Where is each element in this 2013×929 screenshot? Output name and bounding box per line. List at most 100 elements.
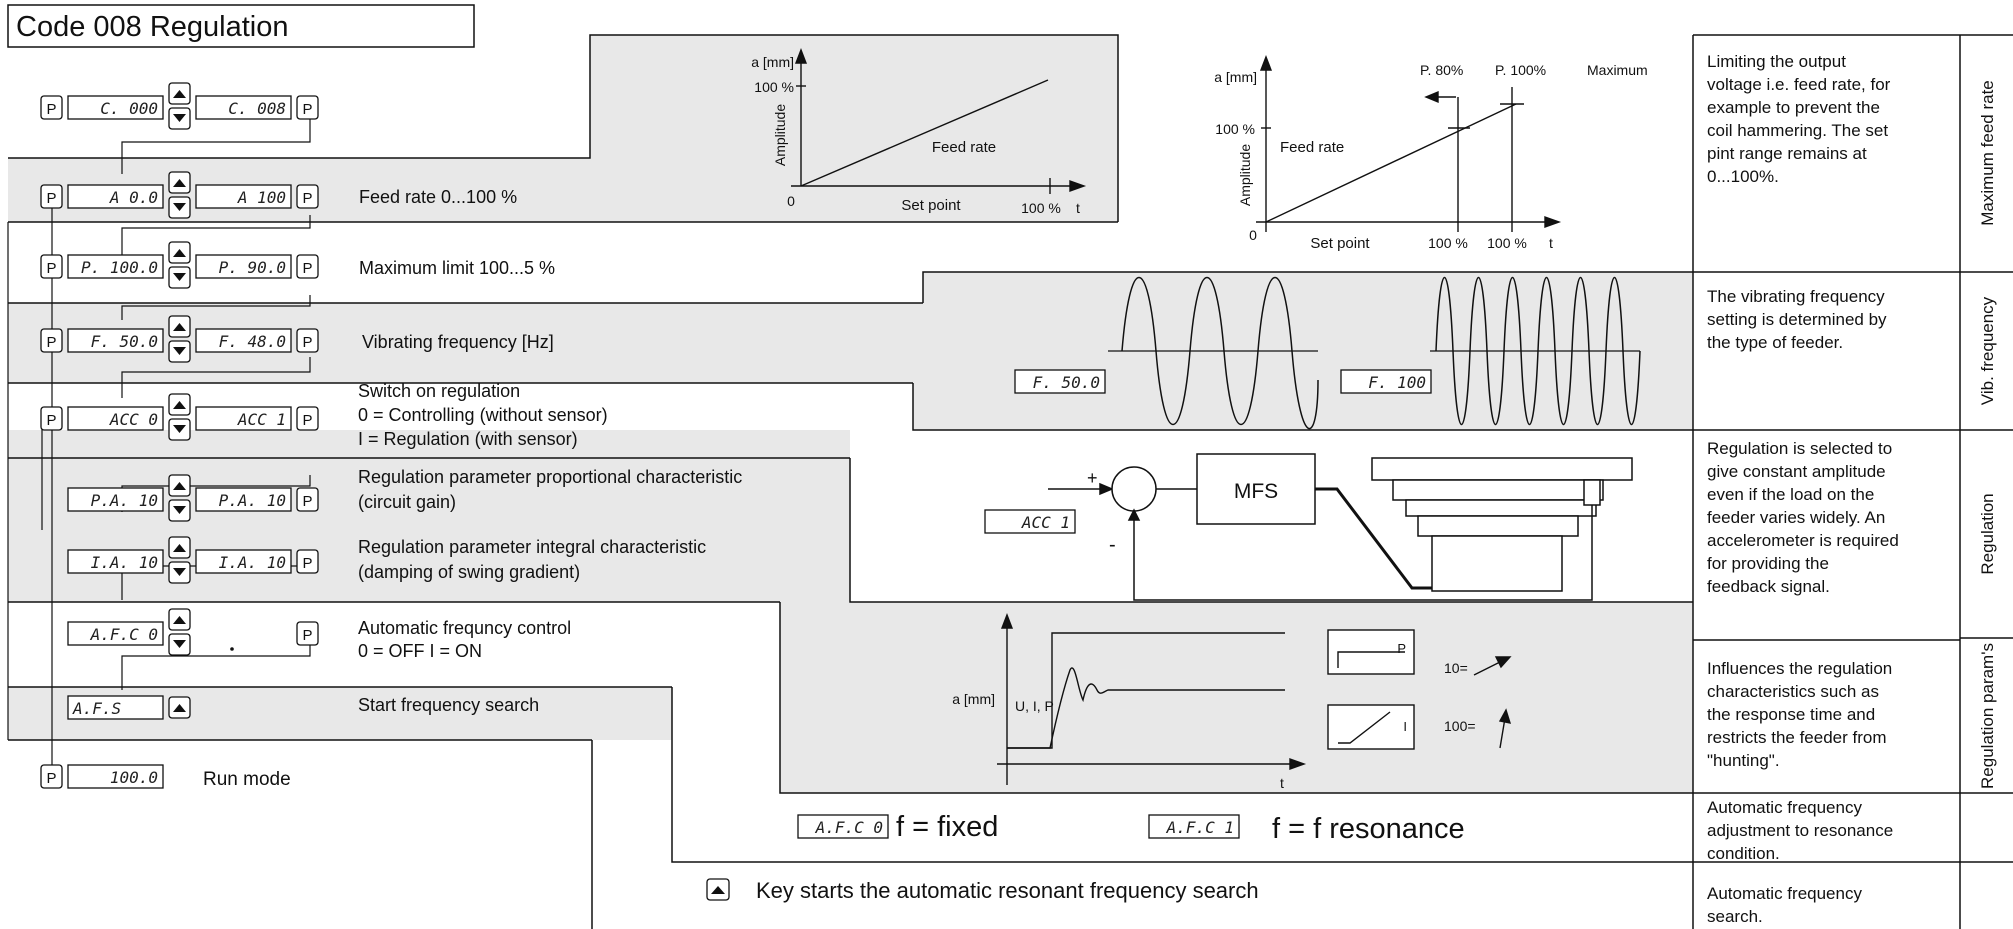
description-line: The vibrating frequency bbox=[1707, 287, 1885, 306]
p-key[interactable] bbox=[296, 549, 319, 574]
side-label-vib: Vib. frequency bbox=[1978, 296, 1997, 405]
display-left-value: A.F.S bbox=[72, 699, 121, 718]
display-afc-resonance bbox=[1148, 814, 1240, 839]
display-left-value: I.A. 10 bbox=[91, 553, 158, 572]
i-box-label: I bbox=[1403, 719, 1407, 734]
origin-label: 0 bbox=[1249, 227, 1257, 243]
description-line: even if the load on the bbox=[1707, 485, 1874, 504]
display-afc-fixed bbox=[797, 814, 889, 839]
description-line: coil hammering. The set bbox=[1707, 121, 1888, 140]
description-column: Limiting the output voltage i.e. feed ra… bbox=[1707, 52, 1899, 926]
afc-fixed-text: f = fixed bbox=[896, 811, 998, 843]
key-line-text: Key starts the automatic resonant freque… bbox=[756, 878, 1259, 903]
display-acc bbox=[984, 509, 1076, 534]
key-rows: P C. 000 C. 008 P P A 0.0 A 100 P bbox=[40, 82, 742, 790]
description-line: "hunting". bbox=[1707, 751, 1780, 770]
p-key-label: P bbox=[46, 412, 56, 429]
description-line: feeder varies widely. An bbox=[1707, 508, 1885, 527]
feeder-top bbox=[1371, 457, 1633, 481]
line-label: Feed rate bbox=[1280, 139, 1344, 156]
display-left bbox=[67, 406, 164, 431]
key-connectors bbox=[41, 115, 311, 765]
p-key-label: P bbox=[46, 260, 56, 277]
key-row-afc: A.F.C 0 P Automatic frequncy control 0 =… bbox=[67, 608, 571, 661]
side-labels: Maximum feed rate Vib. frequency Regulat… bbox=[1978, 80, 1997, 789]
description-afs: Automatic frequency search. bbox=[1707, 884, 1862, 926]
description-line: 0...100%. bbox=[1707, 167, 1779, 186]
y-label: a [mm] bbox=[1214, 69, 1257, 85]
row-label: 0 = Controlling (without sensor) bbox=[358, 405, 608, 425]
description-afc: Automatic frequency adjustment to resona… bbox=[1707, 798, 1893, 863]
row-label: Switch on regulation bbox=[358, 381, 520, 401]
key-row-vibrating-frequency: P F. 50.0 F. 48.0 P Vibrating frequency … bbox=[40, 315, 554, 363]
p-key[interactable] bbox=[40, 328, 63, 353]
up-arrow-icon bbox=[173, 482, 186, 490]
minus-sign: - bbox=[1109, 534, 1116, 556]
display-50hz-value: F. 50.0 bbox=[1033, 373, 1100, 392]
description-max-feed: Limiting the output voltage i.e. feed ra… bbox=[1707, 52, 1891, 186]
down-arrow-icon bbox=[173, 568, 186, 576]
description-line: feedback signal. bbox=[1707, 577, 1830, 596]
p-key[interactable] bbox=[296, 621, 319, 646]
i-value-label: 100= bbox=[1444, 718, 1476, 734]
p-key[interactable] bbox=[296, 95, 319, 120]
display-right bbox=[195, 487, 292, 512]
p-key-label: P bbox=[302, 334, 312, 351]
key-row-maximum-limit: P P. 100.0 P. 90.0 P Maximum limit 100..… bbox=[40, 241, 555, 289]
p-key[interactable] bbox=[296, 328, 319, 353]
p-key[interactable] bbox=[40, 254, 63, 279]
display-left-value: 100.0 bbox=[110, 768, 158, 787]
feed-rate-graph: a [mm] 100 % Amplitude 0 Feed rate Set p… bbox=[751, 48, 1087, 216]
p-key-label: P bbox=[302, 555, 312, 572]
p-key[interactable] bbox=[40, 95, 63, 120]
p-key[interactable] bbox=[296, 184, 319, 209]
key-row-proportional: P.A. 10 P.A. 10 P Regulation parameter p… bbox=[67, 467, 742, 522]
display-left-value: P. 100.0 bbox=[81, 258, 158, 277]
p-key-label: P bbox=[302, 190, 312, 207]
p-value-label: 10= bbox=[1444, 660, 1468, 676]
display-right-value: I.A. 10 bbox=[219, 553, 286, 572]
display-right bbox=[195, 95, 292, 120]
description-line: example to prevent the bbox=[1707, 98, 1880, 117]
description-line: characteristics such as bbox=[1707, 682, 1879, 701]
x-tick: 100 % bbox=[1021, 200, 1061, 216]
description-line: search. bbox=[1707, 907, 1763, 926]
display-left bbox=[67, 95, 164, 120]
up-arrow-icon bbox=[173, 616, 186, 624]
p-key[interactable] bbox=[296, 487, 319, 512]
x-unit: t bbox=[1076, 200, 1080, 216]
key-row-switch-regulation: P ACC 0 ACC 1 P Switch on regulation 0 =… bbox=[40, 381, 608, 449]
key-row-run-mode: P 100.0 Run mode bbox=[40, 764, 291, 790]
key-row-code: P C. 000 C. 008 P bbox=[40, 82, 319, 130]
display-right bbox=[195, 184, 292, 209]
mfs-label: MFS bbox=[1234, 480, 1278, 503]
p-key[interactable] bbox=[40, 764, 63, 789]
curve-label: U, I, P bbox=[1015, 698, 1054, 714]
description-regulation-params: Influences the regulation characteristic… bbox=[1707, 659, 1892, 770]
control-loop-diagram: ACC 1 + - MFS bbox=[984, 453, 1633, 601]
description-line: Influences the regulation bbox=[1707, 659, 1892, 678]
y-tick: 100 % bbox=[1215, 121, 1255, 137]
description-line: setting is determined by bbox=[1707, 310, 1887, 329]
row-label: (circuit gain) bbox=[358, 492, 456, 512]
p-key[interactable] bbox=[296, 254, 319, 279]
down-arrow-icon bbox=[173, 506, 186, 514]
page-title: Code 008 Regulation bbox=[16, 11, 288, 43]
p80-label: P. 80% bbox=[1420, 62, 1463, 78]
p-key-label: P bbox=[46, 101, 56, 118]
description-regulation: Regulation is selected to give constant … bbox=[1707, 439, 1899, 596]
p-key[interactable] bbox=[40, 184, 63, 209]
description-line: Limiting the output bbox=[1707, 52, 1846, 71]
key-row-afs: A.F.S Start frequency search bbox=[67, 695, 539, 720]
display-left-value: F. 50.0 bbox=[91, 332, 158, 351]
up-arrow-icon bbox=[173, 90, 186, 98]
x-label: Set point bbox=[901, 197, 961, 214]
display-left-value: ACC 0 bbox=[109, 410, 158, 429]
display-right-value: ACC 1 bbox=[237, 410, 286, 429]
display-left bbox=[67, 621, 164, 646]
summing-junction bbox=[1111, 466, 1157, 512]
row-label: Start frequency search bbox=[358, 695, 539, 715]
p-key[interactable] bbox=[40, 406, 63, 431]
display-right bbox=[195, 254, 292, 279]
p-key[interactable] bbox=[296, 406, 319, 431]
